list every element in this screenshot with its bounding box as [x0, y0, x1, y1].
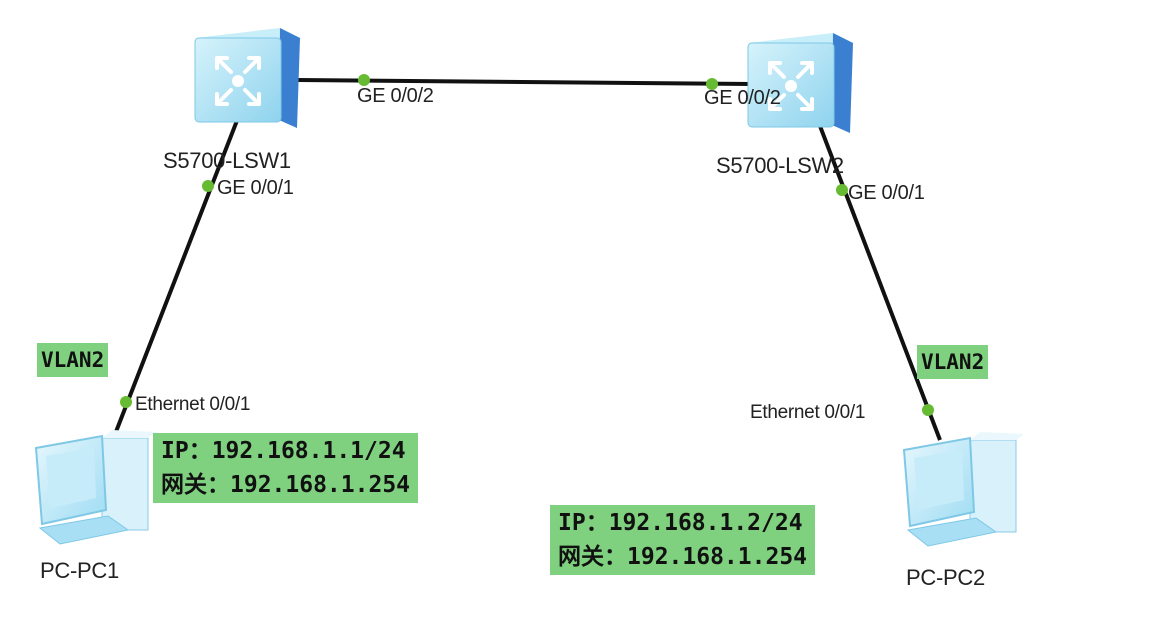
ip-label: IP： — [161, 438, 212, 464]
port-dot — [706, 78, 718, 90]
gateway-label: 网关： — [161, 472, 230, 498]
lsw1-name: S5700-LSW1 — [163, 148, 291, 173]
port-dot — [202, 180, 214, 192]
switch-icon[interactable] — [194, 28, 300, 128]
pc2-ip-config: IP：192.168.1.2/24 网关：192.168.1.254 — [550, 505, 816, 575]
lsw2-port-ge002: GE 0/0/2 — [704, 87, 781, 109]
switch-icon[interactable] — [747, 33, 853, 133]
pc-icon[interactable] — [34, 430, 156, 545]
link-lsw1-lsw2 — [297, 78, 753, 86]
lsw2-port-ge001: GE 0/0/1 — [848, 182, 925, 204]
pc2-name: PC-PC2 — [906, 565, 985, 590]
port-dot — [120, 396, 132, 408]
pc1-port-ethernet: Ethernet 0/0/1 — [135, 394, 251, 415]
gateway-label: 网关： — [558, 544, 627, 570]
lsw1-port-ge002: GE 0/0/2 — [357, 85, 434, 107]
pc2-vlan-tag: VLAN2 — [917, 345, 989, 379]
link-lsw1-pc1 — [110, 117, 240, 443]
lsw2-name: S5700-LSW2 — [716, 153, 844, 178]
port-dot — [358, 74, 370, 86]
pc2-ip-address: 192.168.1.2/24 — [608, 510, 803, 536]
port-dot — [922, 404, 934, 416]
link-lsw2-pc2 — [818, 125, 942, 441]
pc2-gateway: 192.168.1.254 — [627, 544, 808, 570]
pc1-vlan-tag: VLAN2 — [37, 343, 109, 377]
pc1-ip-config: IP：192.168.1.1/24 网关：192.168.1.254 — [153, 433, 419, 503]
lsw1-port-ge001: GE 0/0/1 — [217, 177, 294, 199]
ip-label: IP： — [558, 510, 609, 536]
pc2-port-ethernet: Ethernet 0/0/1 — [750, 402, 866, 423]
port-dot — [836, 184, 848, 196]
pc1-ip-address: 192.168.1.1/24 — [211, 438, 406, 464]
pc-icon[interactable] — [902, 432, 1024, 547]
pc1-gateway: 192.168.1.254 — [230, 472, 411, 498]
pc1-name: PC-PC1 — [40, 558, 119, 583]
